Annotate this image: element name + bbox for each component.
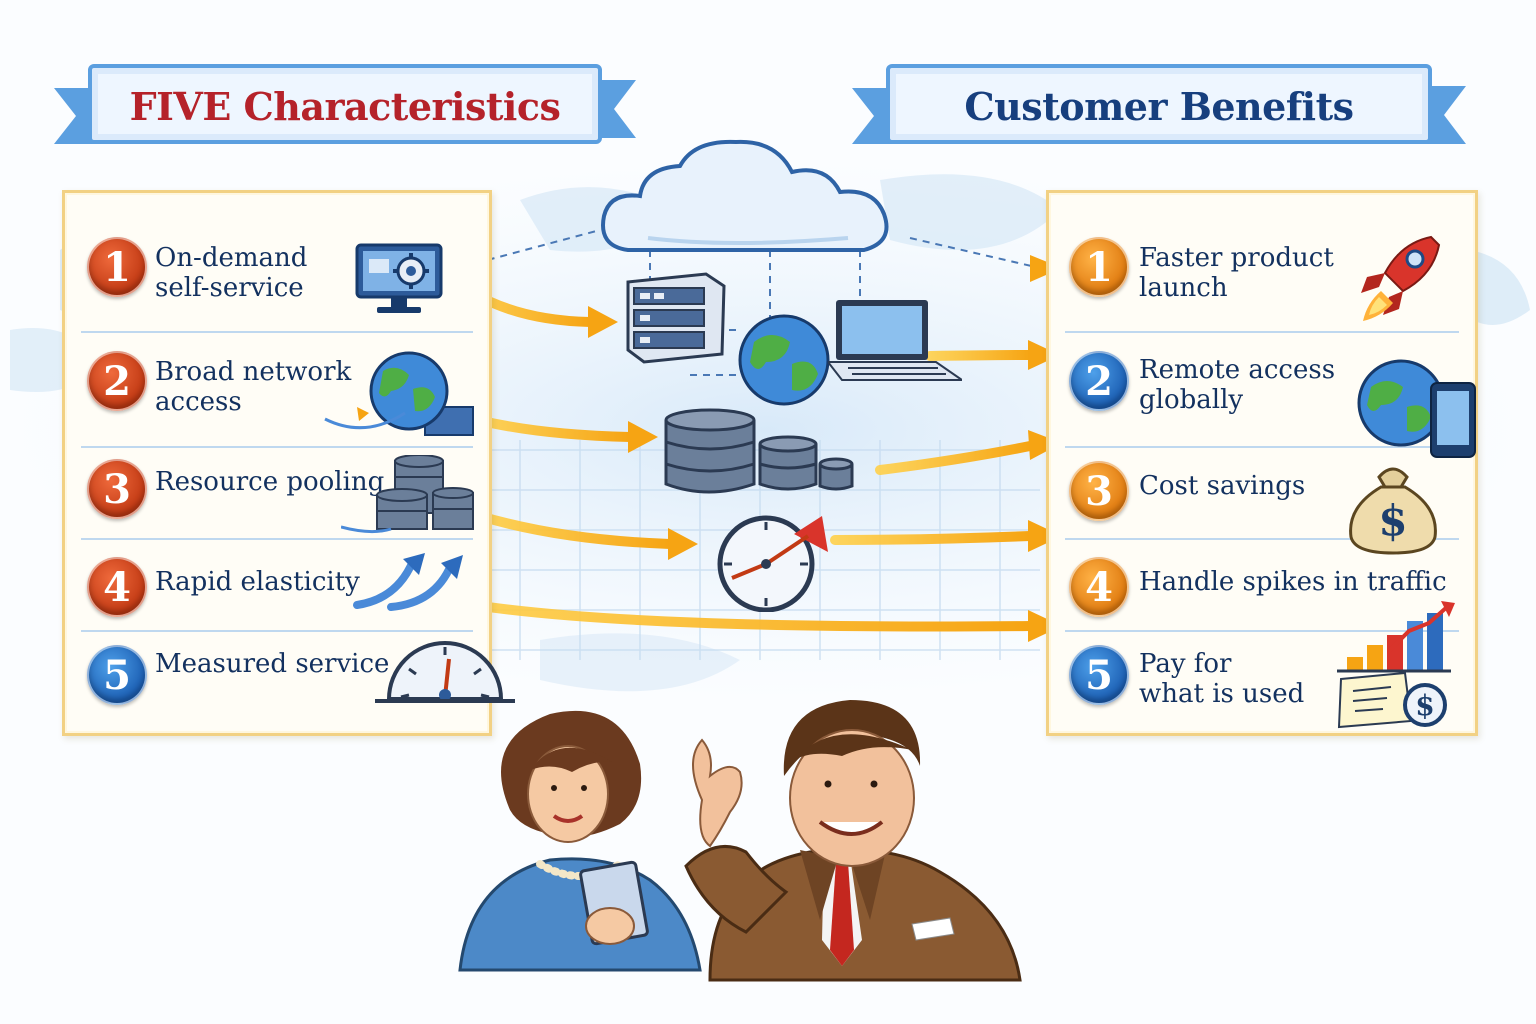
left-title-banner: FIVE Characteristics xyxy=(50,58,640,154)
row-divider xyxy=(81,331,473,333)
svg-text:$: $ xyxy=(1415,689,1434,722)
characteristic-label-4: Rapid elasticity xyxy=(155,567,360,597)
characteristic-label-3: Resource pooling xyxy=(155,467,385,497)
characteristic-number-3: 3 xyxy=(87,459,147,519)
row-divider xyxy=(1065,538,1459,540)
row-divider xyxy=(1065,446,1459,448)
left-banner-title: FIVE Characteristics xyxy=(129,83,561,129)
characteristic-number-5: 5 xyxy=(87,645,147,705)
database-stack-icon xyxy=(341,455,481,535)
ribbon-shape xyxy=(852,64,1466,144)
gauge-meter-icon xyxy=(375,631,515,705)
benefit-number-4: 4 xyxy=(1069,557,1129,617)
monitor-gear-icon xyxy=(353,241,445,315)
globe-tablet-icon xyxy=(1355,355,1481,461)
row-divider xyxy=(81,446,473,448)
row-divider xyxy=(81,630,473,632)
server-icon xyxy=(622,270,728,364)
benefit-label-4: Handle spikes in traffic xyxy=(1139,567,1447,597)
characteristics-panel: 1 On-demand self-service 2 Broad network… xyxy=(62,190,515,736)
retro-couple-illustration xyxy=(450,690,1070,994)
benefit-label-1: Faster product launch xyxy=(1139,243,1334,303)
characteristic-label-1: On-demand self-service xyxy=(155,243,308,303)
money-bag-icon: $ xyxy=(1345,459,1441,555)
benefit-number-2: 2 xyxy=(1069,351,1129,411)
right-title-banner: Customer Benefits xyxy=(848,58,1470,154)
benefit-label-2: Remote access globally xyxy=(1139,355,1336,415)
characteristic-number-4: 4 xyxy=(87,557,147,617)
laptop-icon xyxy=(828,296,962,384)
globe-icon xyxy=(736,312,832,408)
characteristic-number-2: 2 xyxy=(87,351,147,411)
rocket-icon xyxy=(1355,233,1443,329)
row-divider xyxy=(81,538,473,540)
benefits-panel: 1 Faster product launch 2 Remote access … xyxy=(1046,190,1478,736)
cloud-icon xyxy=(598,138,914,264)
ribbon-shape xyxy=(54,64,636,144)
traffic-spike-icon xyxy=(1430,586,1450,606)
right-banner-title: Customer Benefits xyxy=(964,83,1354,129)
characteristic-number-1: 1 xyxy=(87,237,147,297)
clock-icon xyxy=(704,508,840,612)
benefit-label-5: Pay for what is used xyxy=(1139,649,1305,709)
characteristic-label-5: Measured service xyxy=(155,649,390,679)
benefit-number-3: 3 xyxy=(1069,461,1129,521)
globe-network-icon xyxy=(321,349,481,441)
rising-arrows-icon xyxy=(351,549,467,613)
characteristic-label-2: Broad network access xyxy=(155,357,352,417)
row-divider xyxy=(1065,630,1459,632)
benefit-number-1: 1 xyxy=(1069,237,1129,297)
bill-chart-icon: $ xyxy=(1329,601,1461,729)
benefit-number-5: 5 xyxy=(1069,645,1129,705)
row-divider xyxy=(1065,331,1459,333)
benefit-label-3: Cost savings xyxy=(1139,471,1306,501)
svg-text:$: $ xyxy=(1378,496,1407,545)
database-icon xyxy=(664,408,886,498)
